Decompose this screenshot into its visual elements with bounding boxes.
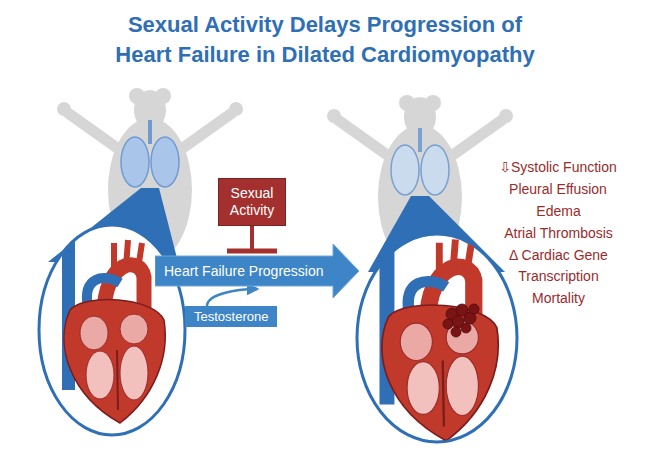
connector — [207, 289, 257, 306]
effect-label: ⇩Systolic Function — [499, 157, 617, 178]
node-text: Testosterone — [194, 308, 268, 325]
node-text: Sexual Activity — [224, 185, 280, 219]
connector-line — [207, 289, 257, 306]
title: Sexual Activity Delays Progression of He… — [25, 10, 625, 70]
node-text: Heart Failure Progression — [164, 263, 324, 279]
effect-label: Pleural Effusion — [509, 179, 607, 200]
effect-label: Δ Cardiac Gene Transcription — [496, 245, 621, 287]
connector — [227, 226, 277, 251]
effect-label: Edema — [536, 201, 581, 222]
activity-box: Sexual Activity — [218, 178, 286, 226]
connector-line — [250, 226, 254, 251]
effect-label: Mortality — [532, 288, 585, 309]
inhibition-bar — [227, 249, 277, 254]
hormone-box: Testosterone — [185, 306, 277, 327]
arrow-body — [155, 244, 359, 298]
progression-arrow: Heart Failure Progression — [155, 244, 359, 298]
effect-label: Atrial Thrombosis — [504, 223, 613, 244]
